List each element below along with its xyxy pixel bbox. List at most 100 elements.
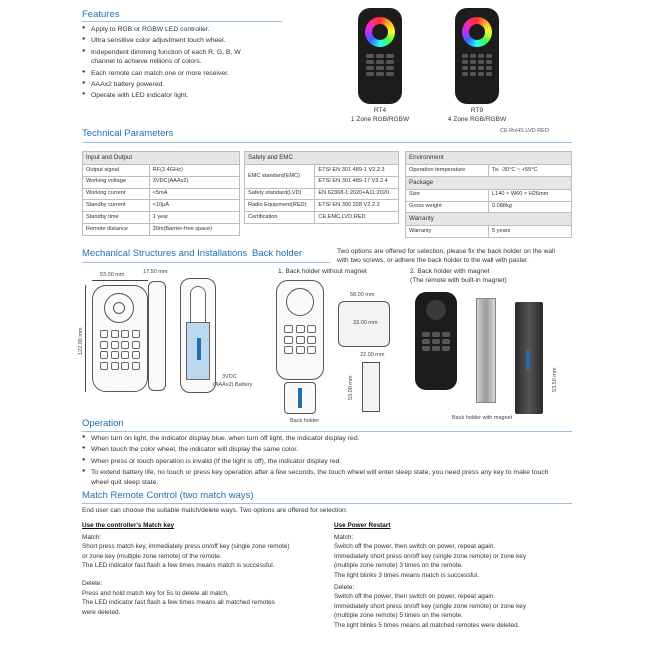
warranty-value: 5 years: [488, 225, 572, 239]
io-value: 3VDC(AAAx2): [148, 175, 241, 189]
emc-value: ETSI EN 301 489-1 V2.2.3: [314, 164, 399, 177]
dim-5350: 53.50 mm: [552, 367, 558, 392]
holder-side-drawing: [362, 362, 380, 412]
mech-rule: [82, 262, 330, 263]
feature-item: Apply to RGB or RGBW LED controller.: [82, 25, 292, 34]
io-label: Working voltage: [82, 175, 150, 189]
tech-title: Technical Parameters: [82, 128, 174, 139]
io-header: Input and Output: [82, 151, 240, 165]
holder-bracket-drawing: [338, 301, 390, 347]
emc-label: EMC standard(EMC): [243, 164, 316, 189]
match-left-line: Short press match key, immediately press…: [82, 543, 290, 551]
match-left-title: Use the controller's Match key: [82, 522, 175, 529]
operation-item: When press or touch operation is invalid…: [82, 457, 582, 466]
pkg-label: Size: [405, 188, 489, 202]
env-value: Ta: -30°C ~ +55°C: [488, 164, 572, 177]
match-right-line: Match:: [334, 533, 354, 541]
match-title: Match Remote Control (two match ways): [82, 490, 254, 501]
dim-depth: 17.50 mm: [143, 269, 168, 275]
safety-label: Safety standard(LVD): [243, 187, 316, 201]
feature-item: AAAx2 battery powered.: [82, 80, 292, 89]
operation-rule: [82, 431, 572, 432]
match-right-title: Use Power Restart: [334, 522, 391, 529]
warranty-label: Warranty: [405, 225, 489, 239]
safety-value: EN 62368-1:2020+A11:2020: [314, 187, 399, 201]
safety-header: Safety and EMC: [244, 151, 399, 165]
operation-list: When turn on light, the indicator displa…: [82, 434, 582, 489]
io-label: Output signal: [82, 164, 150, 177]
holder-desc-1: Two options are offered for selection, p…: [337, 248, 555, 255]
holder-remote-keys: [284, 325, 316, 354]
battery-type: (AAAx2) Battery: [213, 382, 253, 388]
io-value: RF(2.4GHz): [148, 164, 241, 177]
io-label: Standby time: [82, 211, 150, 224]
battery-voltage: 3VDC: [222, 374, 237, 380]
match-right-line: Immediately short press on/off key (sing…: [334, 602, 527, 610]
holder-option-2-sub: (The remote with built-in magnet): [410, 277, 507, 284]
match-left-line: Match:: [82, 533, 102, 541]
match-left-line: The LED indicator fast flash a few times…: [82, 599, 275, 607]
safety-value: ETSI EN 300 328 V2.2.2: [314, 199, 399, 213]
io-label: Working current: [82, 187, 150, 201]
io-value: 30m(Barrier-free space): [148, 222, 241, 236]
match-rule: [82, 503, 572, 504]
magnet-remote-keys: [422, 332, 450, 351]
rt4-remote-image: [358, 8, 402, 104]
match-left-line: The LED indicator fast flash a few times…: [82, 562, 275, 570]
magnet-arrow-icon: [526, 350, 530, 370]
magnet-holder-image: [476, 298, 496, 403]
match-right-line: (multiple zone remote) 5 times on the re…: [334, 612, 463, 620]
safety-label: Certification: [243, 211, 316, 224]
operation-item: To extend battery life, no touch or pres…: [82, 468, 582, 477]
pkg-header: Package: [405, 175, 572, 190]
rt9-model: RT9: [470, 107, 484, 114]
pkg-value: 0.088kg: [488, 200, 572, 214]
rt9-desc: 4 Zone RGB/RGBW: [447, 116, 507, 123]
dim-53: 53.00 mm: [348, 375, 354, 400]
rt9-remote-image: [455, 8, 499, 104]
io-value: <5mA: [148, 187, 241, 201]
emc-value: ETSI EN 301 489-17 V3.2.4: [314, 175, 399, 189]
wheel-center-outline: [113, 302, 125, 314]
holder-wheel-outline: [286, 288, 314, 316]
cert-logos: CE RoHS LVD RED: [500, 128, 549, 134]
holder-option-2: 2. Back holder with magnet: [410, 268, 490, 275]
match-right-column: Use Power Restart Match: Switch off the …: [334, 521, 579, 631]
rt4-model: RT4: [373, 107, 387, 114]
pkg-value: L140 × W60 × H26mm: [488, 188, 572, 202]
side-view-drawing: [148, 281, 166, 391]
pkg-label: Gross weight: [405, 200, 489, 214]
match-left-line: Delete:: [82, 580, 103, 588]
holder-desc-2: with two screws, or adhere the back hold…: [337, 257, 529, 264]
wheel-outline: [104, 293, 134, 323]
front-keys: [100, 330, 140, 370]
match-right-line: Delete:: [334, 583, 355, 591]
match-left-line: Press and hold match key for 5s to delet…: [82, 589, 229, 597]
operation-item: When touch the color wheel, the indicato…: [82, 445, 582, 454]
safety-value: CE,EMC,LVD,RED: [314, 211, 399, 224]
feature-item: Each remote can match one or more receiv…: [82, 69, 292, 78]
match-intro: End user can choose the suitable match/d…: [82, 507, 348, 514]
dim-33: 33.00 mm: [353, 320, 378, 326]
feature-item: Independent dimming function of each R, …: [82, 48, 292, 57]
dim-height: 122.00 mm: [78, 327, 84, 355]
match-right-line: (multiple zone remote) 3 times on the re…: [334, 562, 463, 570]
match-right-line: Switch off the power, then switch on pow…: [334, 593, 496, 601]
features-list: Apply to RGB or RGBW LED controller. Ult…: [82, 25, 292, 103]
dim-width-line: [92, 280, 148, 281]
io-value: 1 year: [148, 211, 241, 224]
dim-width: 53.00 mm: [100, 272, 125, 278]
holder-mounted-drawing: [284, 382, 316, 414]
match-right-line: Immediately short press on/off key (sing…: [334, 552, 527, 560]
features-rule: [82, 21, 282, 22]
match-right-line: Switch off the power, then switch on pow…: [334, 543, 496, 551]
match-left-spacer: [82, 571, 322, 579]
rt4-desc: 1 Zone RGB/RGBW: [350, 116, 410, 123]
operation-item-cont: wheel quit sleep state.: [91, 478, 159, 486]
magnet-remote-wheel: [426, 300, 446, 320]
mount-arrow-icon: [298, 388, 302, 408]
io-label: Remote distance: [82, 222, 150, 236]
dim-58: 58.00 mm: [350, 292, 375, 298]
io-label: Standby current: [82, 199, 150, 213]
